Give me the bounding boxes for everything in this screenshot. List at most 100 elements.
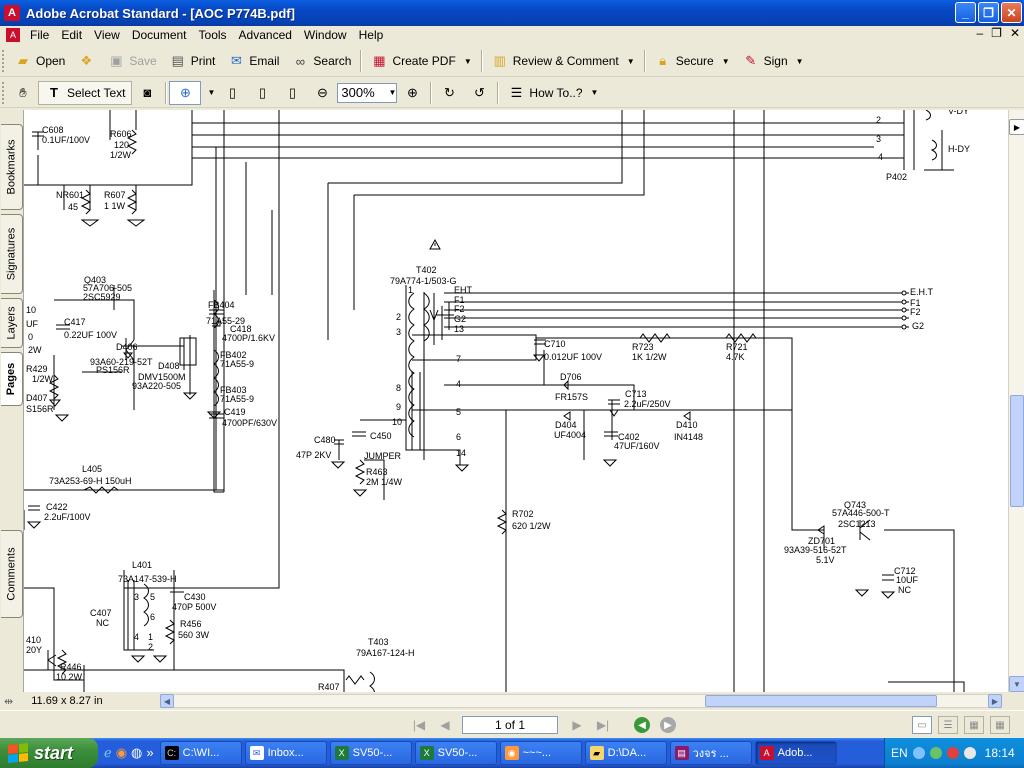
- vertical-scroll-thumb[interactable]: [1010, 395, 1024, 507]
- toolbar-grip[interactable]: [2, 50, 5, 72]
- menu-tools[interactable]: Tools: [198, 28, 227, 42]
- single-page-button[interactable]: ▭: [912, 716, 932, 734]
- acrobat-app-icon[interactable]: A: [4, 5, 20, 21]
- more-icon[interactable]: »: [146, 745, 154, 760]
- doc-restore-button[interactable]: ❐: [991, 26, 1002, 40]
- chevron-down-icon[interactable]: ▼: [721, 56, 730, 66]
- schematic-label: PS156R: [96, 365, 130, 375]
- facing-button[interactable]: ▦: [964, 716, 984, 734]
- zoom-level-field[interactable]: 300% ▼: [337, 82, 398, 103]
- how-to-button[interactable]: ☰ How To..? ▼: [501, 81, 604, 105]
- continuous-facing-button[interactable]: ▦: [990, 716, 1010, 734]
- document-icon[interactable]: A: [6, 28, 20, 42]
- schematic-label: 93A220-505: [132, 381, 181, 391]
- scroll-right-button[interactable]: ▶: [988, 694, 1002, 708]
- volume-icon[interactable]: [963, 747, 976, 759]
- next-view-button[interactable]: ▶: [660, 717, 676, 733]
- task-winrar[interactable]: ▤วงจร ...: [669, 741, 752, 765]
- rotate-clockwise-button[interactable]: ↻: [434, 81, 464, 105]
- menu-view[interactable]: View: [94, 28, 120, 42]
- panel-arrow-button[interactable]: ▶: [1009, 119, 1024, 135]
- ie-icon[interactable]: ℯ: [104, 745, 112, 760]
- zoom-in-tool-button[interactable]: ⊕: [169, 80, 202, 105]
- zoom-tool-dropdown[interactable]: ▼: [201, 81, 217, 105]
- zoom-in-button[interactable]: ⊕: [397, 81, 427, 105]
- previous-view-button[interactable]: ◀: [634, 717, 650, 733]
- scroll-down-button[interactable]: ▼: [1009, 676, 1024, 692]
- search-button[interactable]: ∞ Search: [285, 49, 357, 73]
- network-icon[interactable]: [929, 747, 942, 759]
- chevron-down-icon[interactable]: ▼: [626, 56, 635, 66]
- tab-bookmarks[interactable]: Bookmarks: [1, 124, 23, 210]
- doc-minimize-button[interactable]: –: [976, 26, 984, 40]
- minimize-button[interactable]: _: [955, 2, 976, 23]
- chevron-down-icon[interactable]: ▼: [388, 88, 397, 97]
- save-button[interactable]: ▣ Save: [101, 49, 162, 73]
- previous-page-button[interactable]: ◀: [440, 718, 450, 732]
- horizontal-scroll-thumb[interactable]: [705, 695, 937, 707]
- tab-label: Comments: [5, 547, 18, 601]
- actual-size-button[interactable]: ▯: [217, 81, 247, 105]
- page-size-info: ⇹ 11.69 x 8.27 in: [4, 693, 154, 709]
- language-indicator[interactable]: EN: [891, 746, 908, 760]
- menu-edit[interactable]: Edit: [61, 28, 83, 42]
- select-text-button[interactable]: T Select Text: [38, 80, 133, 105]
- chevron-down-icon[interactable]: ▼: [795, 56, 804, 66]
- print-button[interactable]: ▤ Print: [163, 49, 222, 73]
- vertical-scrollbar[interactable]: ▶ ▼: [1008, 110, 1024, 692]
- menu-file[interactable]: File: [30, 28, 50, 42]
- continuous-button[interactable]: ☰: [938, 716, 958, 734]
- chevron-down-icon[interactable]: ▼: [463, 56, 472, 66]
- task-explorer[interactable]: ▰D:\DA...: [584, 741, 667, 765]
- page-number-field[interactable]: 1 of 1: [462, 716, 558, 734]
- split-icon[interactable]: ⇹: [4, 695, 14, 708]
- fit-page-button[interactable]: ▯: [247, 81, 277, 105]
- close-button[interactable]: ✕: [1001, 2, 1022, 23]
- tab-comments[interactable]: Comments: [1, 530, 23, 618]
- chevron-down-icon[interactable]: ▼: [590, 88, 599, 97]
- restore-button[interactable]: ❐: [978, 2, 999, 23]
- sign-button[interactable]: ✎ Sign ▼: [736, 49, 810, 73]
- fit-width-button[interactable]: ▯: [277, 81, 307, 105]
- schematic-label: 45: [68, 202, 78, 212]
- first-page-button[interactable]: |◀: [412, 718, 426, 732]
- secure-button[interactable]: 🔒︎ Secure ▼: [648, 49, 736, 73]
- last-page-button[interactable]: ▶|: [596, 718, 610, 732]
- zoom-out-button[interactable]: ⊖: [307, 81, 337, 105]
- next-page-button[interactable]: ▶: [572, 718, 582, 732]
- horizontal-scrollbar[interactable]: ◀ ▶: [160, 694, 1002, 708]
- start-button[interactable]: start: [0, 738, 98, 768]
- hand-tool-button[interactable]: ✋︎: [8, 81, 38, 105]
- toolbar-grip[interactable]: [2, 81, 5, 104]
- create-pdf-button[interactable]: ▦ Create PDF ▼: [364, 49, 477, 73]
- task-firefox[interactable]: ◉~~~...: [499, 741, 582, 765]
- title-bar[interactable]: A Adobe Acrobat Standard - [AOC P774B.pd…: [0, 0, 1024, 26]
- menu-window[interactable]: Window: [303, 28, 347, 42]
- app-icon[interactable]: ◍: [131, 745, 143, 760]
- tab-layers[interactable]: Layers: [1, 298, 23, 348]
- snapshot-button[interactable]: ◙: [132, 81, 162, 105]
- organizer-button[interactable]: ❖: [71, 49, 101, 73]
- menu-advanced[interactable]: Advanced: [238, 28, 292, 42]
- help-icon[interactable]: [912, 747, 925, 759]
- schematic-label: 4: [456, 379, 461, 389]
- open-button[interactable]: ▰ Open: [8, 49, 71, 73]
- email-button[interactable]: ✉ Email: [221, 49, 285, 73]
- menu-help[interactable]: Help: [358, 28, 384, 42]
- rotate-counterclockwise-button[interactable]: ↺: [464, 81, 494, 105]
- scroll-left-button[interactable]: ◀: [160, 694, 174, 708]
- task-cmd[interactable]: C:C:\WI...: [159, 741, 242, 765]
- doc-close-button[interactable]: ✕: [1009, 26, 1020, 40]
- tab-signatures[interactable]: Signatures: [1, 214, 23, 294]
- task-inbox[interactable]: ✉Inbox...: [244, 741, 327, 765]
- antivirus-icon[interactable]: [946, 747, 959, 759]
- review-comment-button[interactable]: ▥ Review & Comment ▼: [485, 49, 641, 73]
- tab-pages[interactable]: Pages: [1, 352, 23, 406]
- menu-document[interactable]: Document: [131, 28, 187, 42]
- schematic-label: C407: [90, 608, 112, 618]
- firefox-icon[interactable]: ◉: [115, 745, 128, 760]
